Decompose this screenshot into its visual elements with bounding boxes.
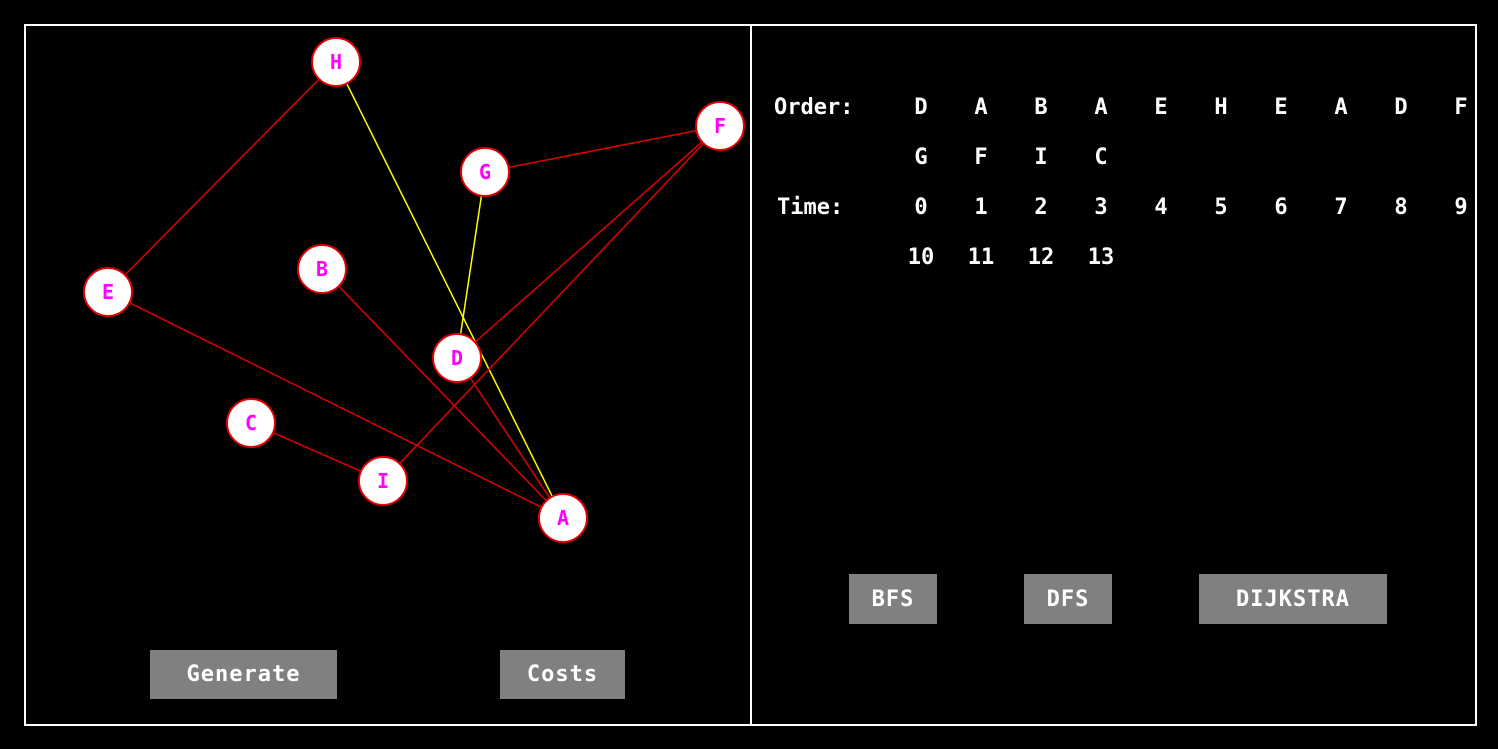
order-cell: A <box>1094 95 1108 120</box>
order-cell: A <box>974 95 988 120</box>
node-label: G <box>479 160 491 184</box>
order-cell: B <box>1034 95 1048 120</box>
node-G[interactable]: G <box>460 147 510 197</box>
order-cell: D <box>1394 95 1408 120</box>
order-cell: F <box>1454 95 1468 120</box>
time-cell: 13 <box>1087 245 1115 270</box>
edge-F-D <box>456 125 721 359</box>
node-label: D <box>451 346 463 370</box>
node-circle <box>432 333 482 383</box>
time-cell: 7 <box>1334 195 1348 220</box>
order-cell: F <box>974 145 988 170</box>
order-cell: G <box>914 145 928 170</box>
time-cell: 3 <box>1094 195 1108 220</box>
edge-H-A <box>335 61 564 519</box>
time-cell: 11 <box>967 245 995 270</box>
edge-G-F <box>484 125 721 173</box>
order-cell: I <box>1034 145 1048 170</box>
node-C[interactable]: C <box>226 398 276 448</box>
order-cell: D <box>914 95 928 120</box>
node-circle <box>695 101 745 151</box>
node-label: I <box>377 469 389 493</box>
node-I[interactable]: I <box>358 456 408 506</box>
order-label: Order: <box>774 95 854 120</box>
time-cell: 12 <box>1027 245 1055 270</box>
graph-canvas[interactable]: H F G B E D C I A <box>26 26 750 724</box>
order-cell: E <box>1154 95 1168 120</box>
time-label: Time: <box>777 195 844 220</box>
time-cell: 8 <box>1394 195 1408 220</box>
time-cell: 9 <box>1454 195 1468 220</box>
order-cell: E <box>1274 95 1288 120</box>
node-label: E <box>102 280 114 304</box>
node-circle <box>311 37 361 87</box>
time-cell: 6 <box>1274 195 1288 220</box>
node-circle <box>297 244 347 294</box>
time-cell: 1 <box>974 195 988 220</box>
dijkstra-button[interactable]: DIJKSTRA <box>1199 574 1387 624</box>
edge-B-A <box>321 268 564 519</box>
node-label: C <box>245 411 257 435</box>
time-cell: 0 <box>914 195 928 220</box>
time-cell: 4 <box>1154 195 1168 220</box>
node-H[interactable]: H <box>311 37 361 87</box>
time-cell: 2 <box>1034 195 1048 220</box>
node-circle <box>538 493 588 543</box>
node-circle <box>83 267 133 317</box>
node-F[interactable]: F <box>695 101 745 151</box>
time-cell: 10 <box>907 245 935 270</box>
dfs-button[interactable]: DFS <box>1024 574 1112 624</box>
node-circle <box>358 456 408 506</box>
order-cell: H <box>1214 95 1228 120</box>
edge-D-A <box>456 357 564 519</box>
bfs-button[interactable]: BFS <box>849 574 937 624</box>
order-cell: C <box>1094 145 1108 170</box>
time-cell: 5 <box>1214 195 1228 220</box>
node-circle <box>460 147 510 197</box>
edge-H-E <box>107 61 337 293</box>
node-E[interactable]: E <box>83 267 133 317</box>
node-D[interactable]: D <box>432 333 482 383</box>
edge-F-I <box>382 125 721 482</box>
node-B[interactable]: B <box>297 244 347 294</box>
node-label: B <box>316 257 328 281</box>
order-cell: A <box>1334 95 1348 120</box>
node-circle <box>226 398 276 448</box>
edge-G-D <box>456 171 486 359</box>
node-label: A <box>557 506 569 530</box>
generate-button[interactable]: Generate <box>150 650 337 699</box>
node-label: F <box>714 114 726 138</box>
edge-E-A <box>107 291 564 519</box>
costs-button[interactable]: Costs <box>500 650 625 699</box>
graph-panel: H F G B E D C I A Generate Costs <box>24 24 752 726</box>
node-label: H <box>330 50 342 74</box>
node-A[interactable]: A <box>538 493 588 543</box>
